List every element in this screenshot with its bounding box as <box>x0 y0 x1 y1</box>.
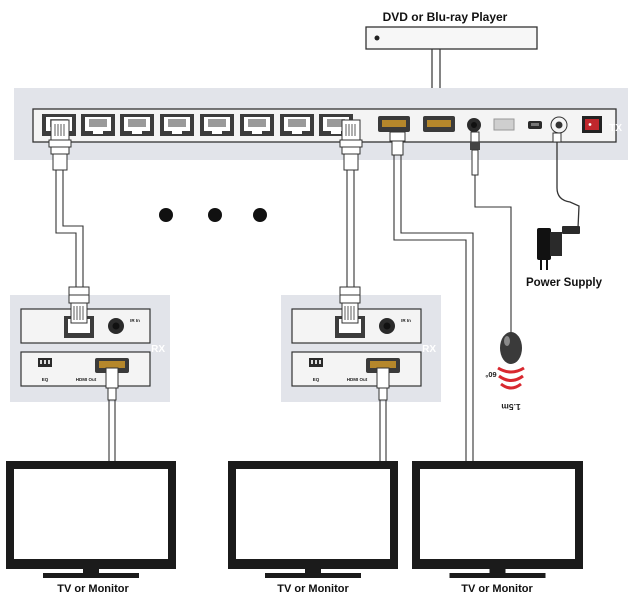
tx-rj45-port <box>280 114 314 136</box>
cat-plug-1 <box>48 119 72 171</box>
rx-ir-in-label: IR In <box>401 318 411 323</box>
rx-eq-label: EQ <box>42 377 49 382</box>
power-cable <box>556 142 580 229</box>
monitor-label: TV or Monitor <box>57 583 129 595</box>
monitor-1: TV or Monitor <box>6 461 176 595</box>
cables <box>55 142 580 461</box>
hdmi-plug-out <box>389 131 406 156</box>
monitor-base <box>449 573 546 578</box>
monitor-screen <box>236 469 390 559</box>
cat-cable-1a <box>55 170 77 287</box>
hdmi-cable-3b <box>400 155 474 461</box>
monitor-base <box>43 573 139 578</box>
ir-angle-label: 60° <box>485 370 496 379</box>
tx-service-port <box>493 118 515 131</box>
tx-micro-usb-port <box>528 121 542 129</box>
tx-rj45-port <box>240 114 274 136</box>
source-label: DVD or Blu-ray Player <box>383 10 508 24</box>
transmitter: TX <box>14 88 628 160</box>
tx-rj45-port <box>160 114 194 136</box>
rx-hdmi-out-label: HDMI Out <box>347 377 368 382</box>
receiver-1: IR In RX EQ HDMI Out <box>10 286 170 461</box>
ir-plug <box>470 131 480 176</box>
tx-rj45-port <box>81 114 115 136</box>
power-plug <box>552 132 562 143</box>
rx-hdmi-plug <box>376 367 390 389</box>
tx-power-switch <box>582 116 602 133</box>
monitor-neck <box>489 569 506 575</box>
monitor-screen <box>420 469 575 559</box>
tx-plugs <box>48 119 562 176</box>
rx-hdmi-out-label: HDMI Out <box>76 377 97 382</box>
tx-hdmi-in-port <box>423 116 455 132</box>
receivers: IR In RX EQ HDMI Out IR In RX EQ HDMI Out <box>10 286 441 461</box>
monitor-screen <box>14 469 168 559</box>
tx-dc-input <box>550 116 568 134</box>
tx-hdmi-out-port <box>378 116 410 132</box>
monitor-neck <box>305 569 321 575</box>
rx-cat-plug <box>339 286 361 324</box>
power-adapter: Power Supply <box>526 226 603 289</box>
tx-ir-jack <box>467 118 481 132</box>
player-body <box>365 26 538 50</box>
rx-eq-label: EQ <box>313 377 320 382</box>
monitor-3: TV or Monitor <box>412 461 583 595</box>
monitor-label: TV or Monitor <box>461 583 533 595</box>
power-label: Power Supply <box>526 277 603 289</box>
player-power-led <box>374 35 380 41</box>
ir-emitter: 1.5m 60° <box>485 332 525 412</box>
receiver-2: IR In RX EQ HDMI Out <box>281 286 441 461</box>
hdmi-cable-3a <box>393 155 467 461</box>
ir-cable <box>474 175 512 333</box>
rx-tag: RX <box>422 344 436 355</box>
monitor-2: TV or Monitor <box>228 461 398 595</box>
rx-cat-plug <box>68 286 90 324</box>
cat-plug-2 <box>339 119 363 171</box>
rx-hdmi-plug <box>105 367 119 389</box>
monitors: TV or Monitor TV or Monitor TV or Monitor <box>6 461 583 595</box>
rx-ir-in-label: IR In <box>130 318 140 323</box>
tx-tag: TX <box>609 123 622 134</box>
tx-rj45-port <box>200 114 234 136</box>
monitor-base <box>265 573 361 578</box>
more-receivers-ellipsis <box>159 208 267 222</box>
tx-rj45-port <box>120 114 154 136</box>
cat-cable-1b <box>62 170 84 287</box>
rx-tag: RX <box>151 344 165 355</box>
ir-range-label: 1.5m <box>501 402 521 412</box>
monitor-neck <box>83 569 99 575</box>
monitor-label: TV or Monitor <box>277 583 349 595</box>
